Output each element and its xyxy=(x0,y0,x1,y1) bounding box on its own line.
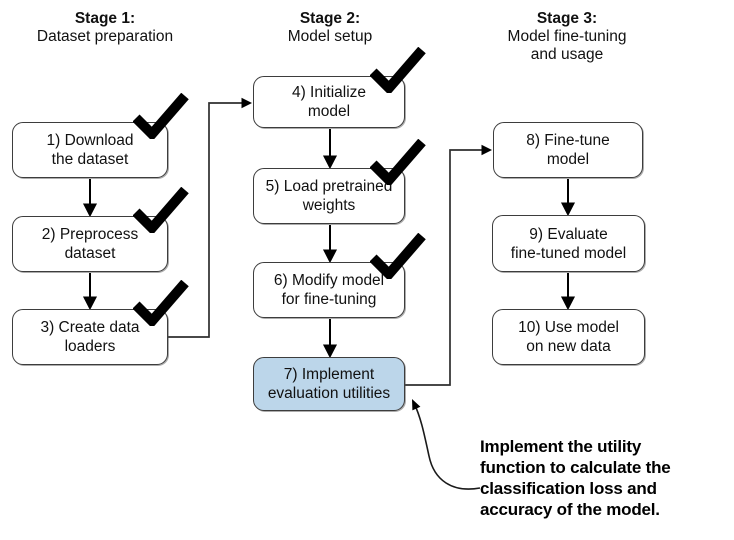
checkmark-icon xyxy=(370,47,426,93)
stage-3-header: Stage 3: Model fine-tuning and usage xyxy=(472,10,662,64)
step-7-label: 7) Implement evaluation utilities xyxy=(253,357,405,411)
stage-1-title: Stage 1: xyxy=(74,10,136,27)
stage-3-title: Stage 3: xyxy=(536,10,598,27)
step-4-initialize-model: 4) Initialize model xyxy=(253,47,426,128)
step-8-label: 8) Fine-tune model xyxy=(493,122,643,178)
stage-2-title: Stage 2: xyxy=(299,10,361,27)
step-2-preprocess-dataset: 2) Preprocess dataset xyxy=(12,187,189,272)
step-3-create-data-loaders: 3) Create data loaders xyxy=(12,280,189,365)
checkmark-icon xyxy=(370,139,426,185)
stage-1-subtitle: Dataset preparation xyxy=(36,28,174,45)
stage-2-header: Stage 2: Model setup xyxy=(240,10,420,46)
step-3-label: 3) Create data loaders xyxy=(12,309,168,365)
stage-1-header: Stage 1: Dataset preparation xyxy=(10,10,200,46)
stage-3-subtitle: Model fine-tuning and usage xyxy=(507,28,627,63)
step-10-use-model-new-data: 10) Use model on new data xyxy=(492,309,645,365)
step-1-download-dataset: 1) Download the dataset xyxy=(12,93,189,178)
checkmark-icon xyxy=(370,233,426,279)
step-5-load-pretrained-weights: 5) Load pretrained weights xyxy=(253,139,426,224)
step-10-label: 10) Use model on new data xyxy=(492,309,645,365)
step-8-fine-tune-model: 8) Fine-tune model xyxy=(493,122,643,178)
checkmark-icon xyxy=(133,93,189,139)
step-7-implement-evaluation-utilities: 7) Implement evaluation utilities xyxy=(253,357,405,411)
checkmark-icon xyxy=(133,187,189,233)
annotation-note: Implement the utility function to calcul… xyxy=(480,437,671,519)
stage-2-subtitle: Model setup xyxy=(287,28,373,45)
annotation-arrow xyxy=(412,399,481,490)
step-9-evaluate-fine-tuned-model: 9) Evaluate fine-tuned model xyxy=(492,215,645,272)
step-9-label: 9) Evaluate fine-tuned model xyxy=(492,215,645,272)
checkmark-icon xyxy=(133,280,189,326)
step-1-label: 1) Download the dataset xyxy=(12,122,168,178)
step-2-label: 2) Preprocess dataset xyxy=(12,216,168,272)
step-6-modify-model: 6) Modify model for fine-tuning xyxy=(253,233,426,318)
